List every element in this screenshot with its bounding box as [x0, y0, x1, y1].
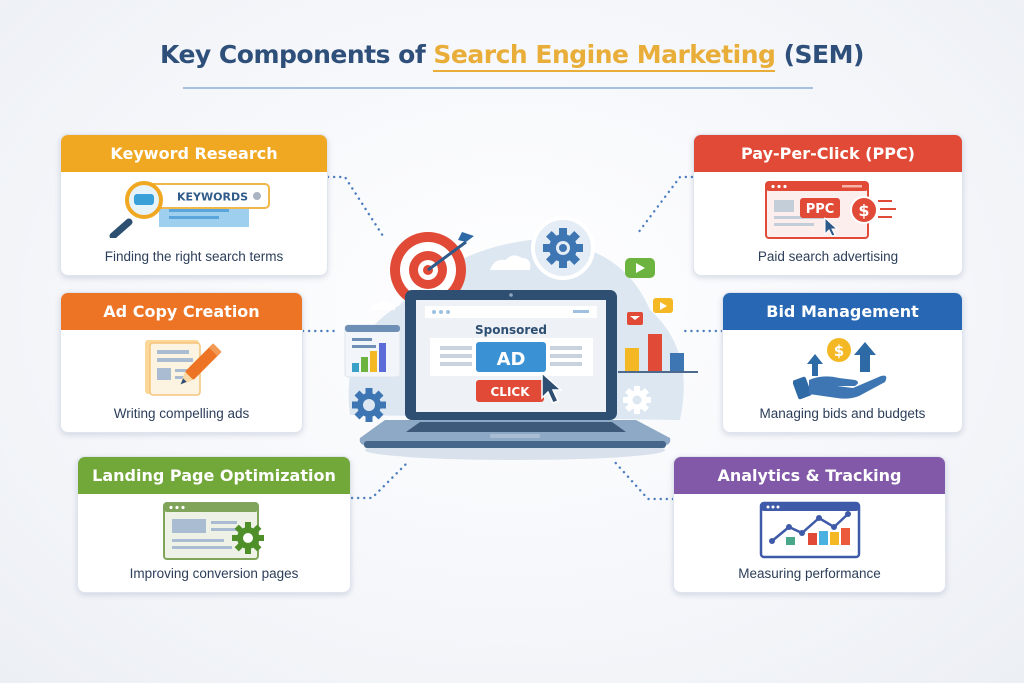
ad-label: AD — [497, 349, 526, 370]
click-label: CLICK — [490, 385, 530, 399]
card-keyword-research[interactable]: Keyword Research KEYWORDS Finding the ri… — [60, 134, 328, 276]
card-pay-per-click[interactable]: Pay-Per-Click (PPC) PPC $ Paid search ad… — [693, 134, 963, 276]
card-description: Managing bids and budgets — [759, 406, 926, 421]
mini-bar-chart-icon — [344, 324, 401, 378]
ppc-label: PPC — [806, 202, 835, 217]
sponsored-label: Sponsored — [475, 323, 547, 337]
card-description: Finding the right search terms — [104, 249, 284, 264]
card-header: Keyword Research — [61, 135, 327, 172]
page-title: Key Components of Search Engine Marketin… — [0, 40, 1024, 72]
card-header: Analytics & Tracking — [674, 457, 945, 494]
gear-icon — [531, 216, 595, 280]
card-header: Bid Management — [723, 293, 962, 330]
gear-icon — [623, 386, 651, 414]
card-header: Ad Copy Creation — [61, 293, 302, 330]
document-pencil-icon — [144, 340, 222, 396]
cursor-icon — [541, 371, 563, 404]
title-prefix: Key Components of — [160, 40, 434, 69]
card-analytics-tracking[interactable]: Analytics & Tracking Measuring performan… — [673, 456, 946, 593]
browser-gear-icon — [163, 502, 264, 560]
card-header: Landing Page Optimization — [78, 457, 350, 494]
video-play-icon — [653, 298, 673, 313]
title-divider — [183, 87, 813, 89]
email-icon — [627, 312, 643, 325]
laptop-icon — [359, 290, 671, 460]
card-description: Paid search advertising — [757, 249, 899, 264]
card-description: Writing compelling ads — [113, 406, 250, 421]
gear-icon — [352, 388, 386, 422]
keywords-label: KEYWORDS — [177, 191, 248, 204]
browser-chart-icon — [759, 501, 860, 559]
hand-dollar-arrows-icon: $ — [792, 338, 886, 400]
svg-text:$: $ — [858, 201, 869, 220]
card-ad-copy-creation[interactable]: Ad Copy Creation Writing compelling ads — [60, 292, 303, 433]
bar-chart-icon — [618, 334, 698, 373]
video-play-icon — [625, 258, 655, 278]
target-icon — [390, 232, 474, 308]
svg-text:$: $ — [833, 342, 843, 360]
laptop-illustration: Sponsored AD CLICK — [344, 216, 698, 460]
cloud-icon — [370, 301, 396, 310]
title-suffix: (SEM) — [775, 40, 865, 69]
ppc-browser-dollar-icon: PPC $ — [765, 181, 896, 239]
cloud-icon — [490, 255, 531, 270]
magnifier-keywords-icon: KEYWORDS — [109, 181, 270, 238]
card-description: Improving conversion pages — [129, 566, 299, 581]
card-landing-page-optimization[interactable]: Landing Page Optimization Improving conv… — [77, 456, 351, 593]
card-header: Pay-Per-Click (PPC) — [694, 135, 962, 172]
card-bid-management[interactable]: Bid Management $ Managing bids and budge… — [722, 292, 963, 433]
title-highlight: Search Engine Marketing — [433, 40, 776, 72]
card-description: Measuring performance — [738, 566, 881, 581]
